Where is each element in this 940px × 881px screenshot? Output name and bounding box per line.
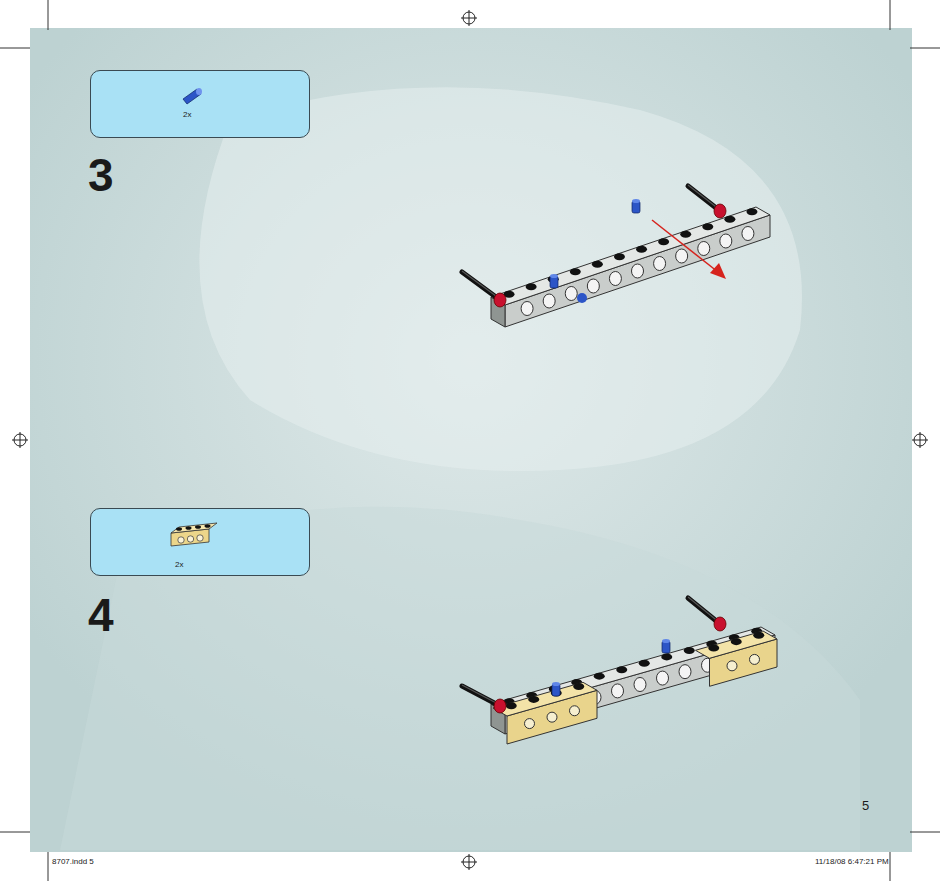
stud [195,525,201,529]
bush [714,204,726,218]
stud [639,660,650,667]
step-number: 4 [88,592,114,638]
stud [731,638,742,645]
pin-icon-end [196,88,202,95]
technic-beam [462,597,777,744]
insert-arrow [652,220,718,272]
blue-pin-end [577,293,587,303]
file-name: 8707.indd 5 [52,858,94,866]
parts-callout: 2x [90,508,310,576]
stud [702,223,713,230]
beam-side [505,215,770,327]
stud [658,238,669,245]
stud [570,268,581,275]
brick-hole [525,719,535,729]
stud [594,673,605,680]
part-count: 2x [183,111,191,119]
stud [506,702,517,709]
brick-hole [178,537,184,543]
pin-hole [543,294,555,308]
stud [526,283,537,290]
tan-brick-top [696,631,778,658]
bush [494,293,506,307]
pin-hole [565,287,577,301]
pin-hole [698,242,710,256]
pin-icon [183,89,201,104]
part-count: 2x [175,561,183,569]
axle-highlight [688,597,720,623]
timestamp: 11/18/08 6:47:21 PM [815,858,889,866]
step-number: 3 [88,152,114,198]
brick-hole [570,706,580,716]
pin-hole [587,279,599,293]
stud [614,253,625,260]
axle-highlight [462,271,500,299]
stud [753,632,764,639]
pin-end [632,199,640,203]
brick-hole [727,661,737,671]
brick-hole [187,536,193,542]
pin-hole [742,227,754,241]
stud [176,527,182,531]
stud [684,647,695,654]
pin-hole [654,257,666,271]
stud [528,696,539,703]
beam-top [491,207,770,305]
pin-hole [679,665,691,679]
beam-top [491,627,775,712]
stud [636,246,647,253]
bush [714,617,726,631]
pin-hole [634,678,646,692]
pin-end [552,682,560,686]
brick-icon-top [171,523,217,533]
pin-end [662,639,670,643]
page-background [30,28,912,852]
arrow-head [710,263,726,279]
page-number: 5 [862,799,869,812]
pin-hole [521,302,533,316]
stud [680,231,691,238]
axle [462,272,500,300]
brick-hole [547,712,557,722]
pin-hole [720,234,732,248]
pin-hole [657,671,669,685]
pin-hole [632,264,644,278]
stud [724,216,735,223]
brick-hole [197,535,203,541]
axle-highlight [462,685,500,705]
stud [708,645,719,652]
bush [494,699,506,713]
brick-hole [750,654,760,664]
stud [186,526,192,530]
pin-hole [609,272,621,286]
part-icon [91,71,311,139]
stud [616,666,627,673]
technic-beam [462,185,770,327]
pin-end [550,274,558,278]
pin-hole [676,249,688,263]
part-icon [91,509,311,577]
registration-marks [12,10,928,870]
stud [661,653,672,660]
stud [205,524,211,528]
parts-callout: 2x [90,70,310,138]
tan-brick-top [493,682,597,716]
stud [573,683,584,690]
stud [746,208,757,215]
stud [592,261,603,268]
pin-hole [612,684,624,698]
